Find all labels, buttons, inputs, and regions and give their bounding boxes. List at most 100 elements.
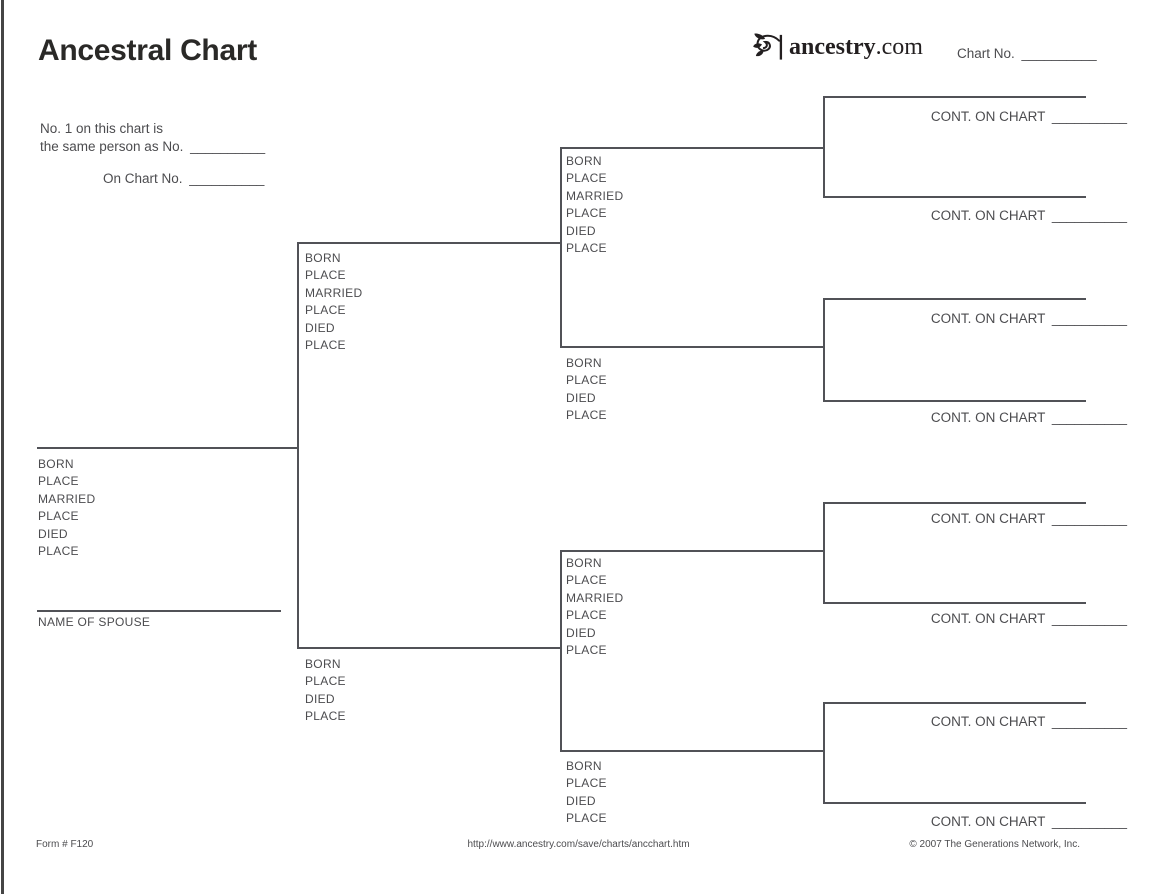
brand-name: ancestry [789, 33, 876, 60]
cont-on-chart-entry-5: CONT. ON CHART __________ [823, 511, 1127, 526]
field-label: PLACE [566, 171, 607, 186]
cont-on-chart-entry-1: CONT. ON CHART __________ [823, 109, 1127, 124]
field-label: BORN [305, 251, 341, 265]
maternal-grandfather-fields: BORN PLACE MARRIED PLACE DIED PLACE [566, 555, 623, 659]
field-label: DIED [305, 320, 335, 335]
field-label: PLACE [566, 206, 607, 221]
note-line-2: the same person as No. __________ [40, 138, 265, 156]
chart-no-field: Chart No. __________ [957, 46, 1097, 61]
great-grandparent-1-name-line [823, 96, 1086, 98]
paternal-grandparents-connector-vertical [560, 147, 562, 348]
cont-on-chart-entry-8: CONT. ON CHART __________ [823, 814, 1127, 829]
field-label: PLACE [38, 474, 79, 489]
field-label: MARRIED [566, 590, 624, 605]
field-label: PLACE [566, 811, 607, 826]
cont-on-chart-entry-2: CONT. ON CHART __________ [823, 208, 1127, 223]
ancestry-logo: ancestry.com [753, 30, 923, 64]
field-label: PLACE [566, 373, 607, 388]
field-label: BORN [566, 759, 602, 773]
field-label: DIED [38, 526, 68, 541]
cont-on-chart-label: CONT. ON CHART [930, 109, 1046, 124]
great-grandparent-4-name-line [823, 400, 1086, 402]
field-label: PLACE [566, 408, 607, 423]
field-label: PLACE [566, 608, 607, 623]
name-of-spouse-label: NAME OF SPOUSE [38, 615, 151, 629]
field-label: PLACE [38, 544, 79, 559]
field-label: PLACE [566, 776, 607, 791]
chart-reference-note: No. 1 on this chart is the same person a… [40, 120, 265, 188]
gen2-connector-vertical [297, 242, 299, 649]
note-line-3: On Chart No. __________ [103, 170, 265, 188]
field-label: DIED [566, 390, 596, 405]
form-number: Form # F120 [36, 839, 94, 850]
form-source-url: http://www.ancestry.com/save/charts/ancc… [467, 839, 690, 850]
field-label: DIED [305, 691, 335, 706]
spouse-name-line [37, 610, 281, 612]
paternal-grandfather-fields: BORN PLACE MARRIED PLACE DIED PLACE [566, 153, 623, 257]
cont-on-chart-label: CONT. ON CHART [930, 814, 1046, 829]
gen4-bracket-3-vertical [823, 502, 825, 604]
paternal-grandmother-name-line [560, 346, 823, 348]
cont-on-chart-label: CONT. ON CHART [930, 714, 1046, 729]
field-label: PLACE [38, 509, 79, 524]
cont-on-chart-blank[interactable]: __________ [1051, 511, 1127, 526]
gen4-bracket-1-vertical [823, 96, 825, 198]
brand-suffix: .com [875, 33, 923, 60]
maternal-grandmother-fields: BORN PLACE DIED PLACE [566, 758, 607, 828]
cont-on-chart-label: CONT. ON CHART [930, 311, 1046, 326]
person1-fields: BORN PLACE MARRIED PLACE DIED PLACE [38, 456, 95, 560]
chart-no-blank[interactable]: __________ [1021, 46, 1097, 61]
maternal-grandparents-connector-vertical [560, 550, 562, 752]
gen4-bracket-4-vertical [823, 702, 825, 804]
mother-fields: BORN PLACE DIED PLACE [305, 656, 346, 726]
cont-on-chart-blank[interactable]: __________ [1051, 311, 1127, 326]
field-label: DIED [566, 223, 596, 238]
field-label: PLACE [305, 338, 346, 353]
field-label: BORN [305, 657, 341, 671]
field-label: PLACE [566, 643, 607, 658]
chart-no-label: Chart No. [957, 46, 1015, 61]
father-fields: BORN PLACE MARRIED PLACE DIED PLACE [305, 250, 362, 354]
cont-on-chart-entry-4: CONT. ON CHART __________ [823, 410, 1127, 425]
field-label: PLACE [305, 268, 346, 283]
field-label: DIED [566, 793, 596, 808]
field-label: PLACE [305, 674, 346, 689]
field-label: PLACE [566, 573, 607, 588]
cont-on-chart-label: CONT. ON CHART [930, 208, 1046, 223]
great-grandparent-8-name-line [823, 802, 1086, 804]
cont-on-chart-label: CONT. ON CHART [930, 511, 1046, 526]
cont-on-chart-blank[interactable]: __________ [1051, 611, 1127, 626]
cont-on-chart-label: CONT. ON CHART [930, 410, 1046, 425]
father-name-line [297, 242, 560, 244]
paternal-grandmother-fields: BORN PLACE DIED PLACE [566, 355, 607, 425]
field-label: MARRIED [38, 491, 96, 506]
field-label: BORN [38, 457, 74, 471]
same-person-no-blank[interactable]: __________ [190, 139, 266, 154]
paternal-grandfather-name-line [560, 147, 823, 149]
cont-on-chart-blank[interactable]: __________ [1051, 208, 1127, 223]
maternal-grandmother-name-line [560, 750, 823, 752]
field-label: MARRIED [566, 188, 624, 203]
ancestry-wordmark: ancestry.com [789, 34, 923, 61]
cont-on-chart-blank[interactable]: __________ [1051, 109, 1127, 124]
field-label: BORN [566, 556, 602, 570]
cont-on-chart-blank[interactable]: __________ [1051, 814, 1127, 829]
cont-on-chart-entry-3: CONT. ON CHART __________ [823, 311, 1127, 326]
maternal-grandfather-name-line [560, 550, 823, 552]
great-grandparent-6-name-line [823, 602, 1086, 604]
cont-on-chart-entry-7: CONT. ON CHART __________ [823, 714, 1127, 729]
cont-on-chart-blank[interactable]: __________ [1051, 714, 1127, 729]
on-chart-no-blank[interactable]: __________ [189, 171, 265, 186]
field-label: BORN [566, 154, 602, 168]
great-grandparent-7-name-line [823, 702, 1086, 704]
cont-on-chart-blank[interactable]: __________ [1051, 410, 1127, 425]
field-label: BORN [566, 356, 602, 370]
field-label: PLACE [305, 709, 346, 724]
page-title: Ancestral Chart [38, 34, 257, 67]
mother-name-line [297, 647, 560, 649]
copyright-notice: © 2007 The Generations Network, Inc. [909, 839, 1080, 850]
person1-name-line [37, 447, 297, 449]
page-edge-line [1, 0, 4, 894]
great-grandparent-2-name-line [823, 196, 1086, 198]
